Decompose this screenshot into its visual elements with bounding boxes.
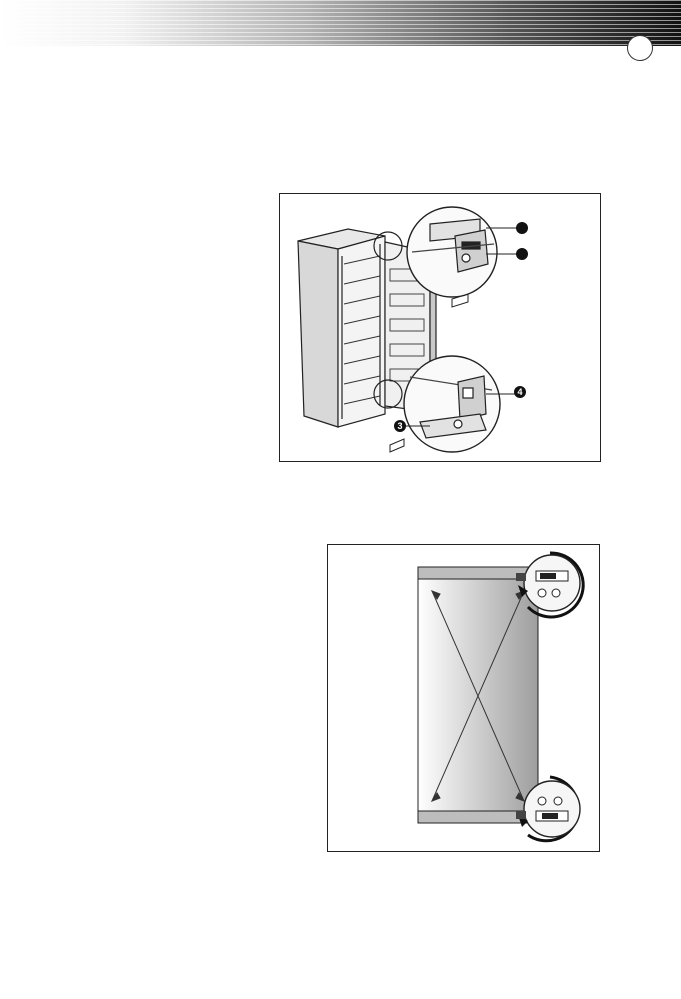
callout-3-label: 3 <box>397 421 402 431</box>
callout-marker-2 <box>516 248 528 260</box>
callout-marker-1 <box>516 222 528 234</box>
refrigerator-body <box>298 229 385 427</box>
hinge-diagram-figure: 4 3 <box>279 193 601 462</box>
hinge-diagram-svg: 4 3 <box>280 194 600 461</box>
page-number-marker <box>627 35 653 61</box>
hinge-cover-part-lower <box>390 439 404 452</box>
door-alignment-svg <box>328 545 599 851</box>
door-alignment-figure <box>327 544 600 852</box>
header-banner <box>0 0 681 46</box>
callout-4-label: 4 <box>517 387 522 397</box>
